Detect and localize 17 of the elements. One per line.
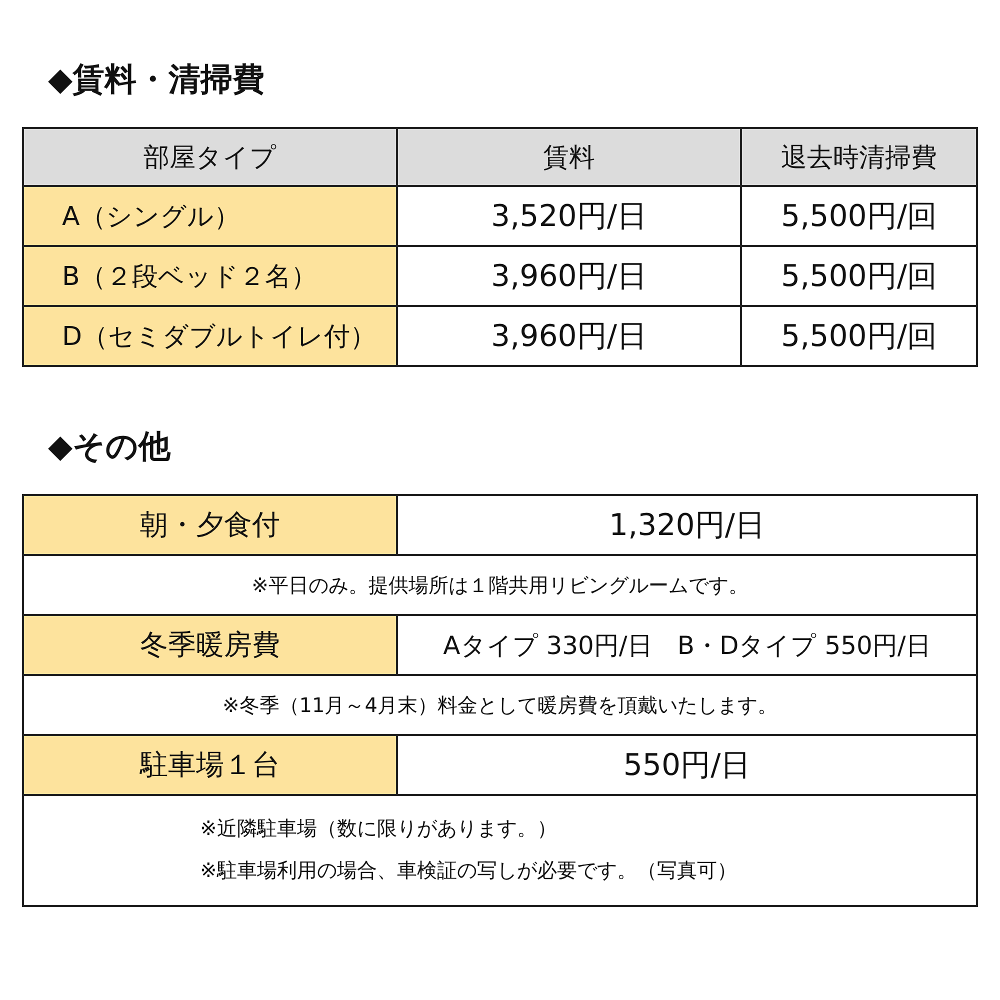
note-cell: ※冬季（11月～4月末）料金として暖房費を頂戴いたします。 xyxy=(22,674,978,736)
table-cell: D（セミダブルトイレ付） xyxy=(22,305,398,367)
section-heading: ◆その他 xyxy=(48,426,171,467)
note-text: ※近隣駐車場（数に限りがあります。） xyxy=(200,815,557,842)
table-header-cell: 賃料 xyxy=(396,127,742,187)
table-cell: 冬季暖房費 xyxy=(22,614,398,676)
table-cell: 駐車場１台 xyxy=(22,734,398,796)
table-cell: A（シングル） xyxy=(22,185,398,247)
section-heading: ◆賃料・清掃費 xyxy=(48,59,265,100)
table-cell: 5,500円/回 xyxy=(740,305,978,367)
note-cell: ※平日のみ。提供場所は１階共用リビングルームです。 xyxy=(22,554,978,616)
note-text: ※駐車場利用の場合、車検証の写しが必要です。（写真可） xyxy=(200,857,737,884)
table-cell: B（２段ベッド２名） xyxy=(22,245,398,307)
table-cell: 1,320円/日 xyxy=(396,494,978,556)
table-header-cell: 部屋タイプ xyxy=(22,127,398,187)
table-cell: 朝・夕食付 xyxy=(22,494,398,556)
table-header-cell: 退去時清掃費 xyxy=(740,127,978,187)
